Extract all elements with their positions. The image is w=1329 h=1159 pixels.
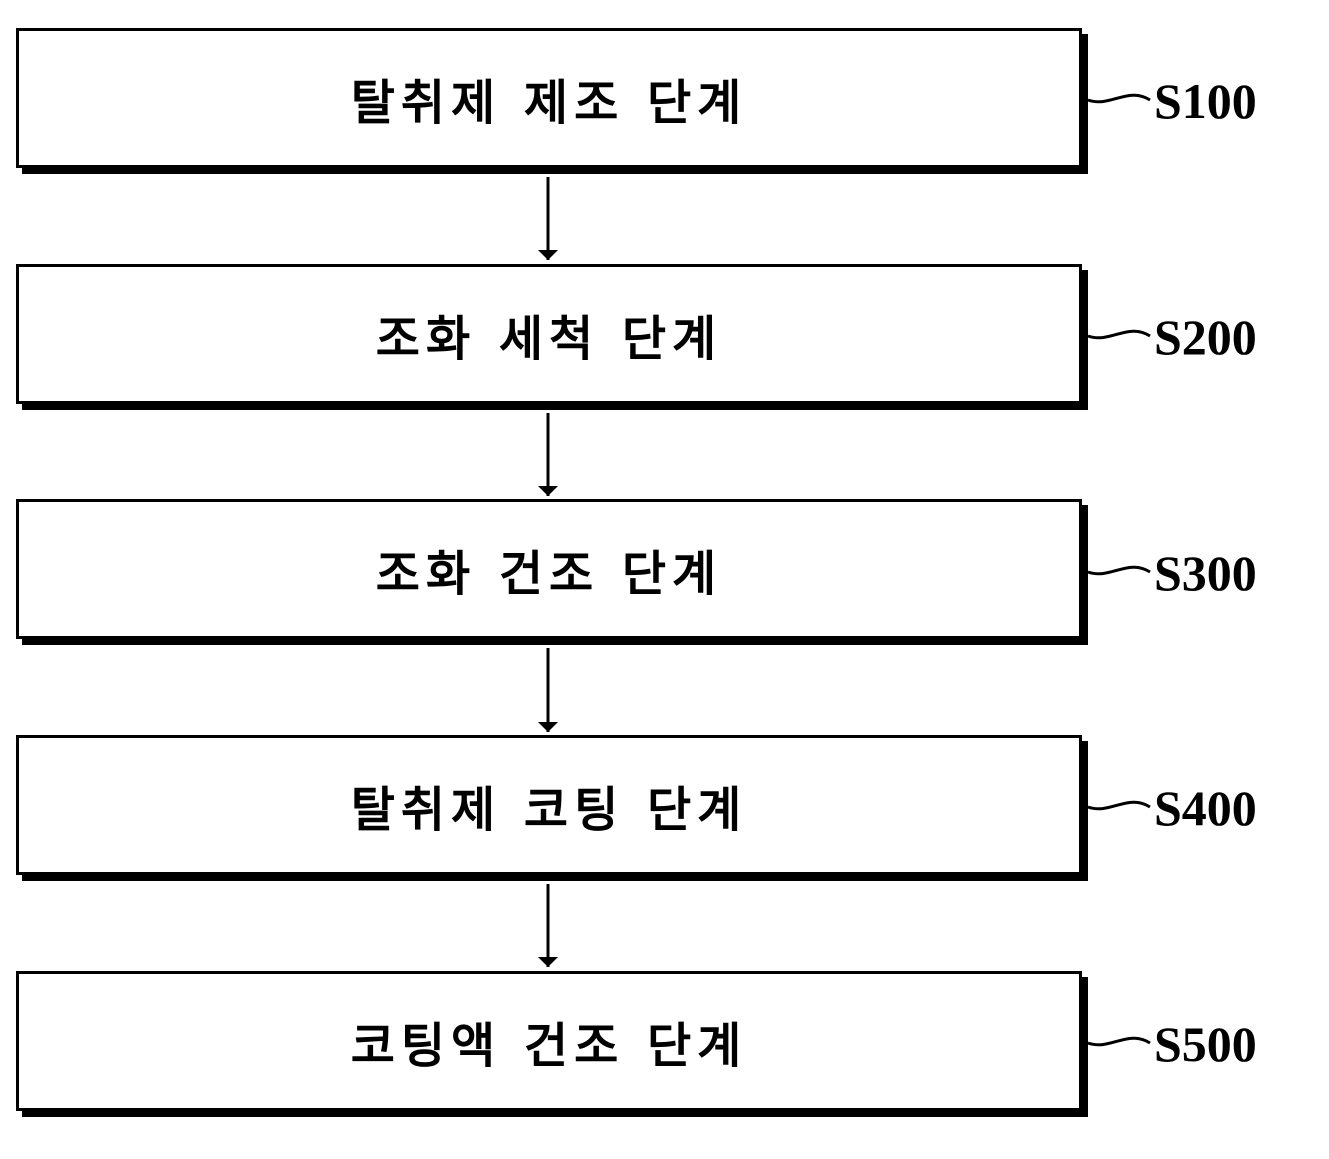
leader-line-s100	[1087, 93, 1151, 104]
leader-line-s300	[1087, 565, 1151, 576]
step-box-s100: 탈취제 제조 단계	[16, 28, 1082, 168]
step-label-s200: 조화 세척 단계	[375, 311, 723, 367]
step-box-s300: 조화 건조 단계	[16, 499, 1082, 639]
step-code-s500: S500	[1154, 1016, 1257, 1072]
step-label-s400: 탈취제 코팅 단계	[350, 782, 748, 838]
step-label-s300: 조화 건조 단계	[375, 546, 723, 602]
leader-line-s500	[1087, 1036, 1151, 1047]
step-box-s500: 코팅액 건조 단계	[16, 971, 1082, 1111]
step-label-s100: 탈취제 제조 단계	[350, 75, 748, 131]
step-code-s200: S200	[1154, 309, 1257, 365]
step-code-s100: S100	[1154, 73, 1257, 129]
step-code-s400: S400	[1154, 780, 1257, 836]
step-code-s300: S300	[1154, 545, 1257, 601]
step-box-s400: 탈취제 코팅 단계	[16, 735, 1082, 875]
step-label-s500: 코팅액 건조 단계	[350, 1018, 748, 1074]
leader-line-s200	[1087, 329, 1151, 340]
leader-line-s400	[1087, 800, 1151, 811]
step-box-s200: 조화 세척 단계	[16, 264, 1082, 404]
